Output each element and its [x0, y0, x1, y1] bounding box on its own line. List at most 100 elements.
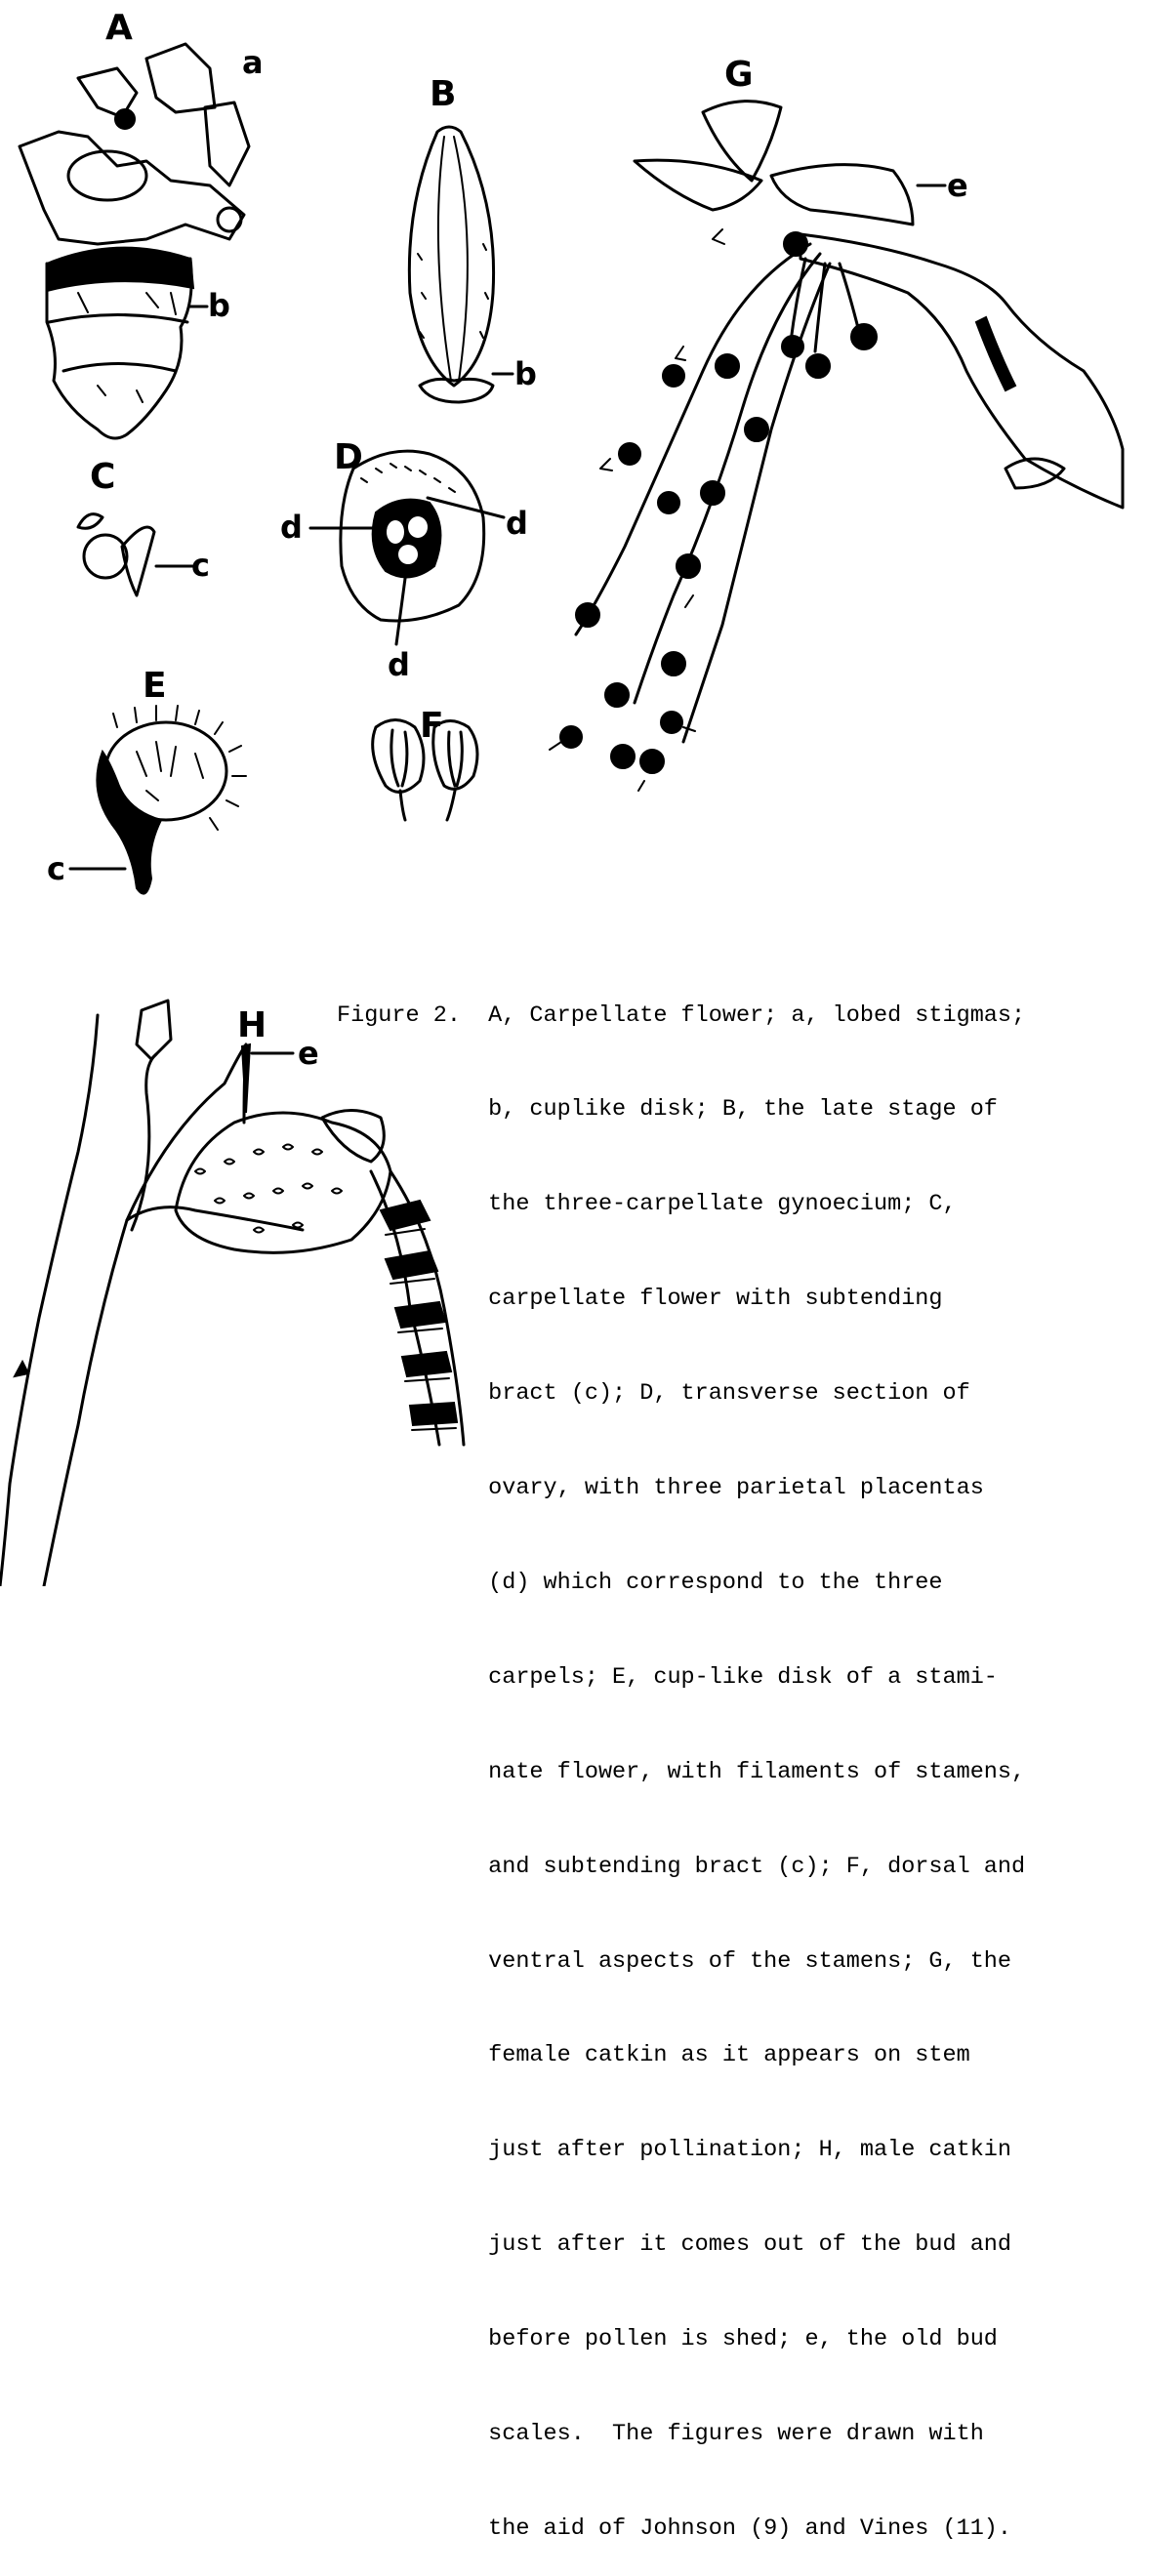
bud-scale: [703, 102, 781, 181]
stipple: [361, 464, 455, 492]
flower: [677, 554, 700, 578]
branch-junction: [127, 1207, 303, 1230]
branch-right-edge: [44, 1220, 127, 1586]
stipple: [195, 1145, 342, 1233]
flower: [784, 232, 807, 256]
cuplike-disk-band: [47, 248, 193, 291]
flower: [662, 652, 685, 675]
figure-g-female-catkin: G e: [550, 55, 1123, 791]
leader-d: [396, 571, 406, 644]
peduncle: [815, 264, 825, 351]
stigma-dot: [115, 109, 135, 129]
caption-line: b, cuplike disk; B, the late stage of: [337, 1094, 1137, 1125]
caption-line: the aid of Johnson (9) and Vines (11).: [337, 2514, 1137, 2545]
stigma-lobe: [218, 208, 241, 231]
stem-shading: [976, 317, 1015, 390]
anther-locule: [391, 730, 407, 786]
stigma-lobe: [146, 44, 215, 112]
leader-d: [428, 498, 504, 517]
ovary-ring: [49, 315, 187, 323]
stigma: [78, 514, 103, 529]
flower: [782, 336, 803, 357]
ovule: [408, 516, 428, 538]
label-d: d: [280, 509, 303, 546]
caption-line: (d) which correspond to the three: [337, 1568, 1137, 1599]
caption-line: female catkin as it appears on stem: [337, 2040, 1137, 2071]
flower: [619, 443, 640, 465]
label-e: e: [298, 1035, 319, 1072]
filament: [400, 791, 405, 820]
label-e: e: [947, 167, 968, 204]
branch-left-edge: [0, 1015, 98, 1586]
flower: [576, 603, 599, 627]
flower: [611, 745, 635, 768]
caption-line: scales. The figures were drawn with: [337, 2419, 1137, 2450]
placenta-mass: [373, 500, 441, 578]
flower: [663, 365, 684, 387]
figure-d-ovary-section: D d d d: [280, 437, 528, 683]
carpel-line: [438, 137, 468, 381]
figure-c-flower-with-bract: C c: [78, 457, 210, 595]
figure-caption: Figure 2. A, Carpellate flower; a, lobed…: [337, 937, 1137, 2576]
flower: [560, 726, 582, 748]
stigma-lobe: [20, 132, 244, 244]
caption-line: and subtending bract (c); F, dorsal and: [337, 1852, 1137, 1883]
bud-scale: [635, 160, 761, 210]
hatching: [137, 742, 203, 800]
flower: [658, 492, 679, 513]
label-c: c: [191, 547, 210, 584]
label-E: E: [143, 666, 167, 706]
bract: [97, 752, 161, 894]
caption-line: nate flower, with filaments of stamens,: [337, 1757, 1137, 1788]
label-c: c: [47, 850, 65, 887]
flower: [745, 418, 768, 441]
label-b: b: [514, 355, 537, 392]
stigma-lobe: [205, 102, 249, 185]
label-H: H: [237, 1005, 267, 1045]
caption-line: before pollen is shed; e, the old bud: [337, 2324, 1137, 2355]
label-B: B: [430, 74, 456, 114]
label-C: C: [90, 457, 115, 497]
bud-scale: [771, 165, 913, 225]
caption-line: Figure 2. A, Carpellate flower; a, lobed…: [337, 1001, 1137, 1032]
figure-a-carpellate-flower: A a b: [20, 8, 264, 438]
caption-line: ovary, with three parietal placentas: [337, 1473, 1137, 1504]
figure-e-staminate-disk: E c: [47, 666, 246, 894]
hatching: [78, 293, 176, 402]
filament: [447, 791, 455, 820]
caption-line: bract (c); D, transverse section of: [337, 1378, 1137, 1410]
caption-line: just after it comes out of the bud and: [337, 2229, 1137, 2261]
anther-locule: [449, 732, 463, 786]
label-D: D: [334, 437, 363, 477]
label-G: G: [724, 55, 754, 95]
flower: [640, 750, 664, 773]
label-a: a: [242, 44, 264, 81]
caption-line: ventral aspects of the stamens; G, the: [337, 1946, 1137, 1978]
ovule: [387, 520, 404, 544]
flower: [851, 324, 877, 349]
stem: [800, 234, 1123, 508]
stipple: [418, 244, 488, 338]
flower: [701, 481, 724, 505]
label-A: A: [105, 8, 133, 48]
flower: [716, 354, 739, 378]
flower: [661, 712, 682, 733]
gynoecium-body: [409, 127, 493, 386]
stigma-lobe: [68, 151, 146, 200]
caption-line: the three-carpellate gynoecium; C,: [337, 1189, 1137, 1220]
flower: [806, 354, 830, 378]
figure-f-stamens: F: [373, 706, 477, 820]
stigma-tufts: [550, 229, 724, 791]
caption-line: carpels; E, cup-like disk of a stami-: [337, 1662, 1137, 1694]
bud-scale: [127, 1044, 246, 1220]
thorn: [15, 1362, 28, 1376]
caption-line: carpellate flower with subtending: [337, 1284, 1137, 1315]
figure-b-gynoecium: B b: [409, 74, 537, 402]
label-d: d: [388, 646, 410, 683]
label-b: b: [208, 287, 230, 324]
label-d: d: [506, 505, 528, 542]
flower: [605, 683, 629, 707]
ovule: [398, 545, 418, 564]
caption-line: just after pollination; H, male catkin: [337, 2135, 1137, 2166]
ovary-ring: [63, 364, 176, 372]
